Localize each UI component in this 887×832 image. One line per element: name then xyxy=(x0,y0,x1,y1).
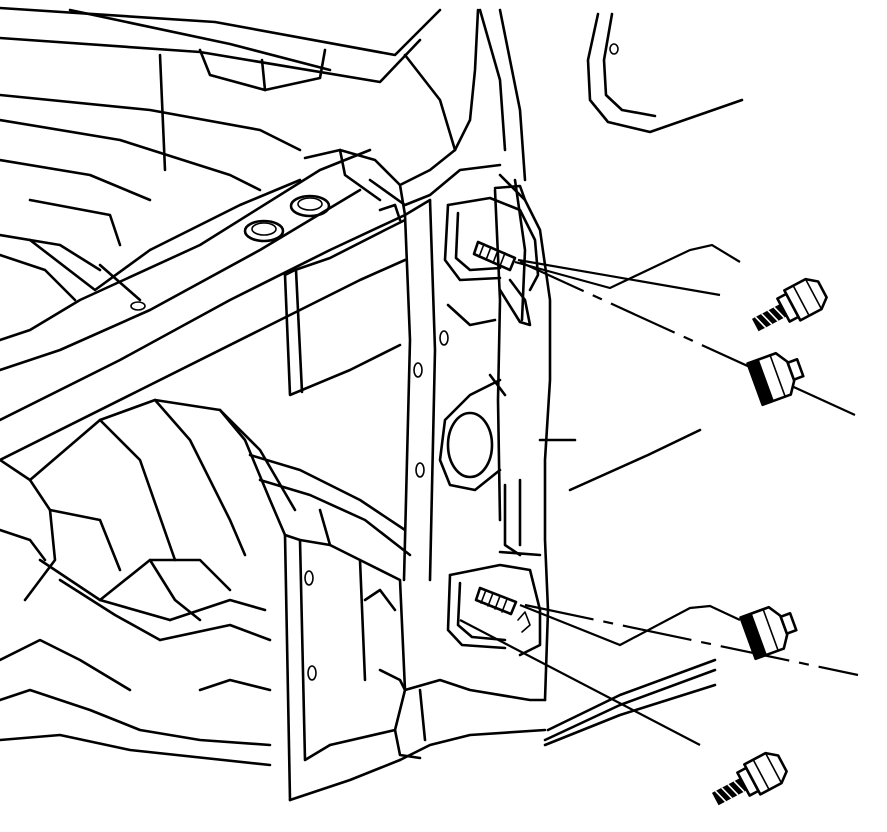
lower-nut xyxy=(739,605,798,661)
mounting-bracket xyxy=(438,173,702,702)
lower-bolt xyxy=(711,751,788,806)
lower-stud xyxy=(474,586,518,616)
upper-nut xyxy=(746,351,805,407)
upper-bolt xyxy=(751,277,828,332)
wheelhouse xyxy=(0,398,297,767)
side-panel xyxy=(283,163,502,582)
leader-lines xyxy=(459,243,859,746)
upper-tie-bar xyxy=(0,6,527,462)
fender-edge xyxy=(586,12,744,134)
upper-stud xyxy=(472,240,517,272)
lower-support-leg xyxy=(248,453,717,802)
